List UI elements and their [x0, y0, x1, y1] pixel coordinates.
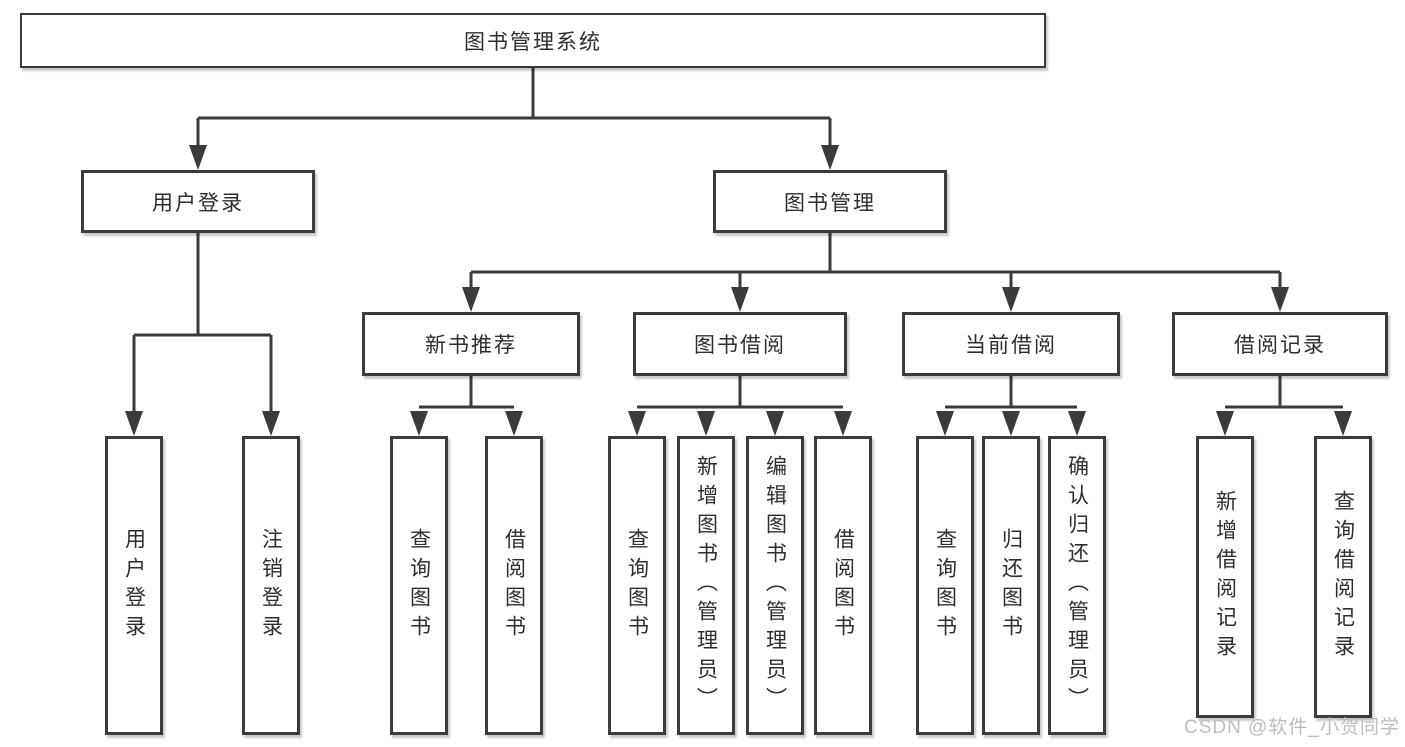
leaf-logout: 注销登录: [242, 436, 300, 735]
node-library-management-system: 图书管理系统: [20, 13, 1046, 68]
leaf-add-books-admin: 新增图书（管理员）: [677, 436, 735, 735]
leaf-current-query-books: 查询图书: [916, 436, 974, 735]
node-current-borrowing: 当前借阅: [902, 312, 1120, 376]
leaf-edit-books-admin: 编辑图书（管理员）: [746, 436, 804, 735]
leaf-confirm-return-admin: 确认归还（管理员）: [1048, 436, 1106, 735]
csdn-watermark: CSDN @软件_小贺同学: [1184, 717, 1400, 738]
leaf-query-borrowing-record: 查询借阅记录: [1314, 436, 1372, 718]
leaf-recommend-query-books: 查询图书: [390, 436, 448, 735]
leaf-user-login: 用户登录: [105, 436, 163, 735]
node-book-management: 图书管理: [713, 170, 947, 233]
node-user-login: 用户登录: [81, 170, 315, 233]
leaf-recommend-borrow-books: 借阅图书: [485, 436, 543, 735]
node-book-borrowing: 图书借阅: [633, 312, 847, 376]
leaf-return-books: 归还图书: [982, 436, 1040, 735]
leaf-borrow-books: 借阅图书: [814, 436, 872, 735]
node-borrowing-records: 借阅记录: [1172, 312, 1388, 376]
leaf-borrowing-query-books: 查询图书: [608, 436, 666, 735]
leaf-add-borrowing-record: 新增借阅记录: [1196, 436, 1254, 718]
node-new-book-recommendation: 新书推荐: [362, 312, 580, 376]
